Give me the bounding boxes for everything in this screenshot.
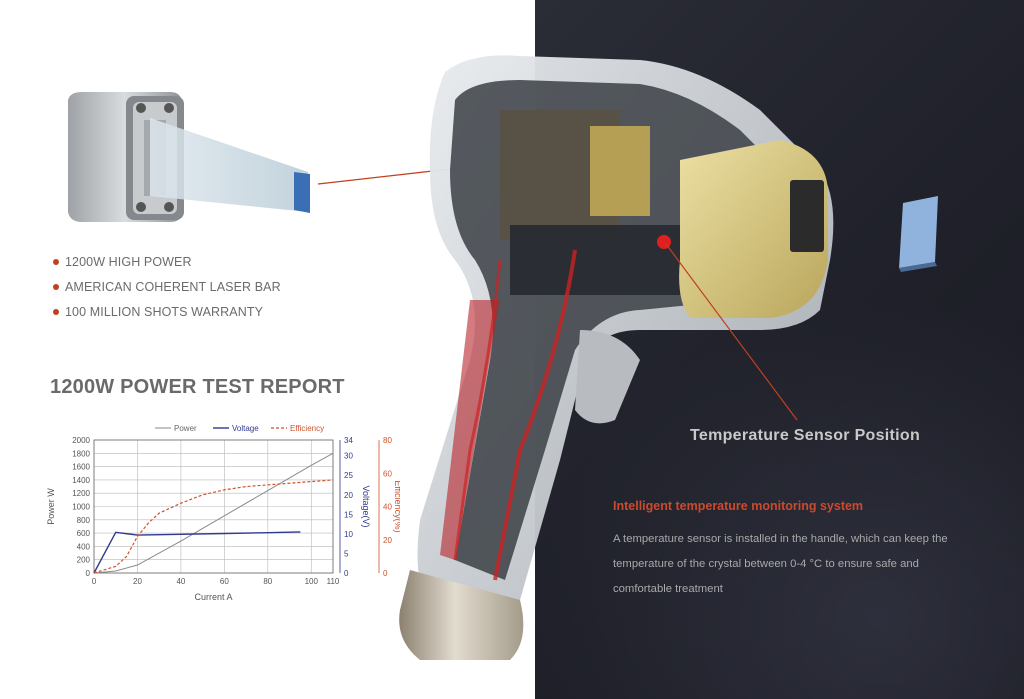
- y-axis-label: Power W: [46, 488, 56, 525]
- y-tick-label: 0: [86, 569, 91, 578]
- x-tick-label: 60: [220, 577, 229, 586]
- legend-label-power: Power: [174, 424, 197, 433]
- bullet-icon: [53, 259, 59, 265]
- y3-tick-label: 40: [383, 503, 392, 512]
- y2-tick-label: 0: [344, 569, 349, 578]
- x-tick-label: 40: [176, 577, 185, 586]
- y-tick-label: 800: [77, 516, 91, 525]
- y-tick-label: 1000: [72, 503, 90, 512]
- y-tick-label: 600: [77, 529, 91, 538]
- y-tick-label: 1800: [72, 449, 90, 458]
- report-title: 1200W POWER TEST REPORT: [50, 376, 345, 398]
- y2-tick-label: 34: [344, 436, 353, 445]
- chart-legend: Power Voltage Efficiency: [155, 424, 324, 433]
- legend-label-efficiency: Efficiency: [290, 424, 324, 433]
- chart-grid: [93, 439, 380, 574]
- y2-tick-label: 5: [344, 549, 349, 558]
- series-line-efficiency: [93, 479, 334, 574]
- y2-tick-label: 25: [344, 471, 353, 480]
- y2-tick-label: 15: [344, 510, 353, 519]
- sensor-position-label: Temperature Sensor Position: [690, 427, 921, 444]
- laser-module-image: [68, 92, 310, 222]
- y3-tick-label: 0: [383, 569, 388, 578]
- y-tick-label: 400: [77, 542, 91, 551]
- pointer-line-sensor: [665, 243, 798, 421]
- legend-label-voltage: Voltage: [232, 424, 259, 433]
- feature-item: 1200W HIGH POWER: [52, 254, 281, 279]
- y2-tick-label: 10: [344, 530, 353, 539]
- y2-tick-label: 30: [344, 452, 353, 461]
- x-tick-label: 0: [92, 577, 97, 586]
- y2-tick-label: 20: [344, 491, 353, 500]
- y3-tick-label: 60: [383, 469, 392, 478]
- x-tick-label: 20: [133, 577, 142, 586]
- series-line-voltage: [93, 531, 301, 574]
- y2-axis-label: Voltage(V): [361, 485, 371, 527]
- bullet-icon: [53, 284, 59, 290]
- x-tick-label: 110: [327, 577, 340, 586]
- plot-frame: [93, 439, 334, 574]
- chart-series: [93, 452, 334, 574]
- y-tick-label: 1600: [72, 463, 90, 472]
- bullet-icon: [53, 309, 59, 315]
- system-title: Intelligent temperature monitoring syste…: [613, 499, 864, 513]
- laser-handpiece-image: [399, 55, 834, 660]
- y3-tick-label: 20: [383, 536, 392, 545]
- series-line-power: [93, 452, 334, 574]
- x-axis-label: Current A: [194, 592, 232, 602]
- y3-tick-label: 80: [383, 436, 392, 445]
- x-tick-label: 80: [263, 577, 272, 586]
- feature-item: 100 MILLION SHOTS WARRANTY: [52, 304, 281, 329]
- y-tick-label: 2000: [72, 436, 90, 445]
- crystal-window-image: [899, 196, 938, 272]
- y3-axis-label: Efficiency(%): [393, 480, 400, 532]
- x-tick-label: 100: [305, 577, 319, 586]
- y-tick-label: 200: [77, 556, 91, 565]
- y-tick-label: 1400: [72, 476, 90, 485]
- feature-item: AMERICAN COHERENT LASER BAR: [52, 279, 281, 304]
- system-description: A temperature sensor is installed in the…: [613, 533, 948, 595]
- y-tick-label: 1200: [72, 489, 90, 498]
- feature-list: 1200W HIGH POWER AMERICAN COHERENT LASER…: [52, 254, 281, 329]
